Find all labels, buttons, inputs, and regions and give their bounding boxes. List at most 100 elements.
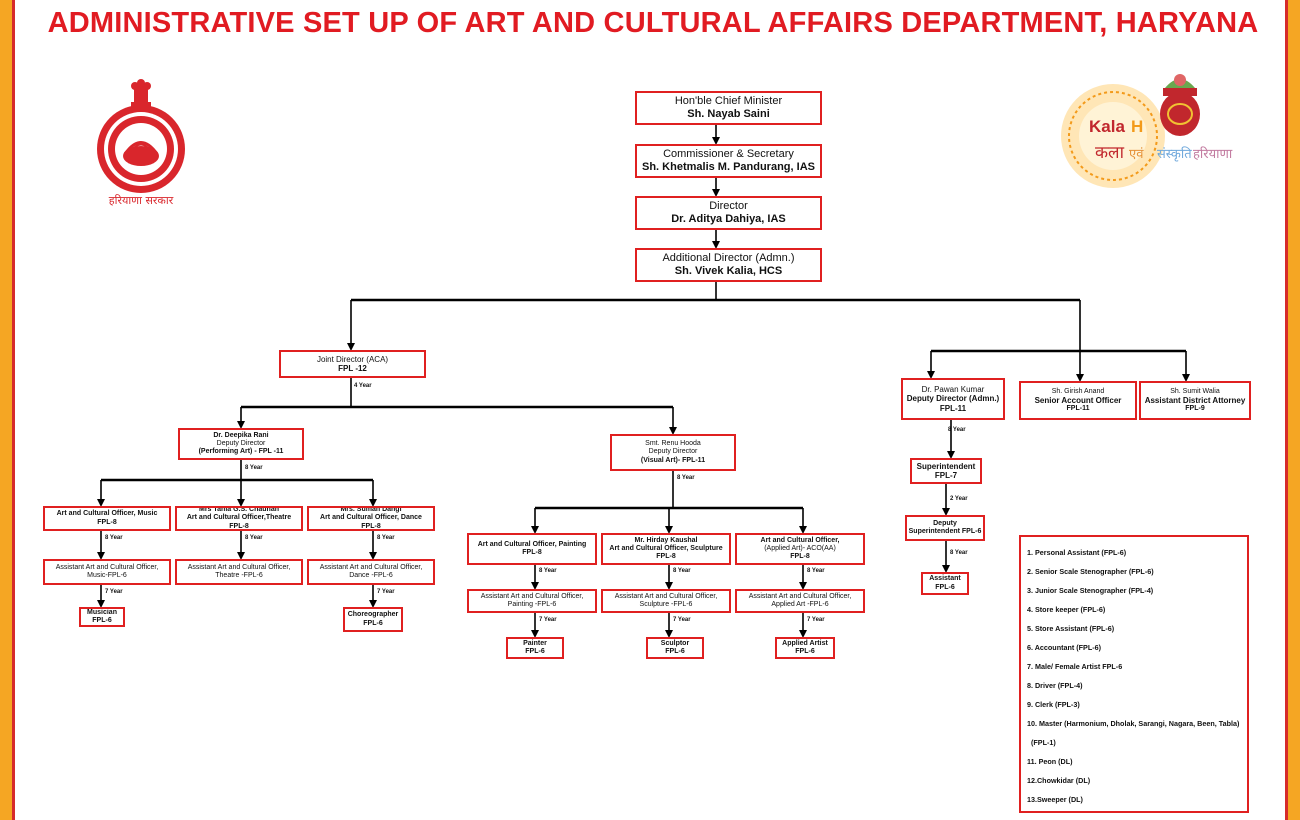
node-grade: Dance -FPL-6 xyxy=(349,572,393,579)
node-grade: Painting -FPL-6 xyxy=(507,601,557,608)
node-title: Deputy Director xyxy=(216,439,266,447)
legend-item: 2. Senior Scale Stenographer (FPL-6) xyxy=(1027,567,1154,576)
aco-dance-box: Mrs. Suman Dangi Art and Cultural Office… xyxy=(307,506,435,531)
node-name: Dr. Aditya Dahiya, IAS xyxy=(671,213,786,225)
edge-label: 8 Year xyxy=(677,475,695,481)
edge-label: 8 Year xyxy=(245,535,263,541)
svg-text:एवं: एवं xyxy=(1129,147,1144,162)
deputy-director-visual-box: Smt. Renu Hooda Deputy Director (Visual … xyxy=(610,434,736,471)
node-title: Assistant Art and Cultural Officer, xyxy=(614,592,718,600)
aco-painting-box: Art and Cultural Officer, Painting FPL-8 xyxy=(467,533,597,565)
legend-item: 13.Sweeper (DL) xyxy=(1027,795,1083,804)
legend-item: 6. Accountant (FPL-6) xyxy=(1027,643,1102,652)
chief-minister-box: Hon'ble Chief Minister Sh. Nayab Saini xyxy=(635,91,822,125)
node-grade: (Visual Art)- FPL-11 xyxy=(640,456,706,464)
org-chart-page: ADMINISTRATIVE SET UP OF ART AND CULTURA… xyxy=(12,0,1288,820)
connector-lines xyxy=(97,125,1190,638)
node-name: Dr. Pawan Kumar xyxy=(921,385,985,395)
node-title: Assistant District Attorney xyxy=(1144,395,1246,405)
node-title: Applied Artist xyxy=(782,639,828,647)
edge-label: 7 Year xyxy=(673,617,691,623)
node-title: Art and Cultural Officer, Dance xyxy=(320,514,422,522)
node-title: Director xyxy=(709,200,748,213)
page-title: ADMINISTRATIVE SET UP OF ART AND CULTURA… xyxy=(47,7,1259,39)
node-title: Assistant Art and Cultural Officer, xyxy=(55,563,159,571)
edge-label: 7 Year xyxy=(539,617,557,623)
haryana-govt-emblem-icon: हरियाणा सरकार xyxy=(97,79,185,206)
node-title: Painter xyxy=(523,639,547,647)
node-grade: FPL-6 xyxy=(363,619,383,627)
svg-text:संस्कृति: संस्कृति xyxy=(1157,146,1192,162)
aco-theatre-box: Mrs Tania G.S. Chauhan Art and Cultural … xyxy=(175,506,303,531)
node-title: Deputy Director (Admn.) xyxy=(906,394,1000,404)
node-grade: FPL-8 xyxy=(790,553,810,561)
aco-sculpture-box: Mr. Hirday Kaushal Art and Cultural Offi… xyxy=(601,533,731,565)
director-box: Director Dr. Aditya Dahiya, IAS xyxy=(635,196,822,230)
node-grade: FPL-6 xyxy=(935,583,955,591)
superintendent-box: Superintendent FPL-7 xyxy=(910,458,982,484)
legend-item: 3. Junior Scale Stenographer (FPL-4) xyxy=(1027,586,1154,595)
node-title: Deputy Director xyxy=(648,448,698,456)
node-title: Additional Director (Admn.) xyxy=(662,252,795,265)
node-name: Sh. Girish Anand xyxy=(1051,387,1105,395)
node-title: Sculptor xyxy=(660,639,690,647)
choreographer-box: Choreographer FPL-6 xyxy=(343,607,403,632)
node-grade: FPL-6 xyxy=(92,617,112,624)
edge-label: 8 Year xyxy=(245,465,263,471)
node-title: Art and Cultural Officer, Painting xyxy=(477,540,587,548)
staff-legend: 1. Personal Assistant (FPL-6) 2. Senior … xyxy=(1019,535,1249,813)
asst-aco-applied-box: Assistant Art and Cultural Officer, Appl… xyxy=(735,589,865,613)
legend-item: 1. Personal Assistant (FPL-6) xyxy=(1027,548,1127,557)
additional-director-box: Additional Director (Admn.) Sh. Vivek Ka… xyxy=(635,248,822,282)
edge-label: 7 Year xyxy=(105,589,123,595)
node-grade: FPL-8 xyxy=(97,518,117,526)
asst-aco-music-box: Assistant Art and Cultural Officer, Musi… xyxy=(43,559,171,585)
node-grade: FPL-8 xyxy=(361,522,381,530)
senior-account-officer-box: Sh. Girish Anand Senior Account Officer … xyxy=(1019,381,1137,420)
node-title: Art and Cultural Officer, xyxy=(760,536,840,544)
node-grade: FPL-8 xyxy=(656,553,676,561)
legend-item: 7. Male/ Female Artist FPL-6 xyxy=(1027,662,1123,671)
legend-item: 9. Clerk (FPL-3) xyxy=(1027,700,1080,709)
legend-item: (FPL-1) xyxy=(1031,738,1056,747)
node-grade: FPL-8 xyxy=(229,522,249,530)
aco-applied-art-box: Art and Cultural Officer, (Applied Art)-… xyxy=(735,533,865,565)
node-grade: FPL-6 xyxy=(525,648,545,655)
legend-item: 12.Chowkidar (DL) xyxy=(1027,776,1091,785)
node-grade: FPL-11 xyxy=(1066,405,1090,413)
joint-director-box: Joint Director (ACA) FPL -12 xyxy=(279,350,426,378)
node-subtitle: (Applied Art)- ACO(AA) xyxy=(764,544,836,552)
node-grade: Sculpture -FPL-6 xyxy=(639,601,693,608)
node-title: Deputy xyxy=(933,519,957,527)
node-title: Senior Account Officer xyxy=(1034,395,1122,405)
node-title: Art and Cultural Officer, Sculpture xyxy=(609,544,723,552)
node-grade: FPL-6 xyxy=(795,648,815,655)
node-name: Sh. Nayab Saini xyxy=(687,108,770,120)
musician-box: Musician FPL-6 xyxy=(79,607,125,627)
legend-item: 4. Store keeper (FPL-6) xyxy=(1027,605,1106,614)
legend-item: 11. Peon (DL) xyxy=(1027,757,1073,766)
edge-label: 8 Year xyxy=(807,568,825,574)
edge-label: 7 Year xyxy=(807,617,825,623)
svg-text:Kala: Kala xyxy=(1089,117,1125,136)
node-title: Art and Cultural Officer, Music xyxy=(56,510,158,518)
node-title: Superintendent xyxy=(916,461,976,471)
edge-label: 8 Year xyxy=(673,568,691,574)
node-name: Mrs Tania G.S. Chauhan xyxy=(199,506,279,514)
node-title: Musician xyxy=(87,608,117,616)
painter-box: Painter FPL-6 xyxy=(506,637,564,659)
legend-item: 8. Driver (FPL-4) xyxy=(1027,681,1083,690)
node-title: Hon'ble Chief Minister xyxy=(674,95,783,108)
node-name: Dr. Deepika Rani xyxy=(213,431,269,439)
svg-text:H: H xyxy=(1131,117,1143,136)
node-title: Assistant Art and Cultural Officer, xyxy=(319,563,423,571)
node-title: Choreographer xyxy=(347,611,399,619)
edge-label: 8 Year xyxy=(948,427,966,433)
node-title: Assistant xyxy=(929,575,961,583)
node-grade: Superintendent FPL-6 xyxy=(908,528,982,535)
node-title: Commissioner & Secretary xyxy=(663,148,794,161)
node-name: Mrs. Suman Dangi xyxy=(340,506,402,514)
applied-artist-box: Applied Artist FPL-6 xyxy=(775,637,835,659)
node-grade: (Performing Art) - FPL -11 xyxy=(198,448,284,456)
node-title: Assistant Art and Cultural Officer, xyxy=(187,563,291,571)
